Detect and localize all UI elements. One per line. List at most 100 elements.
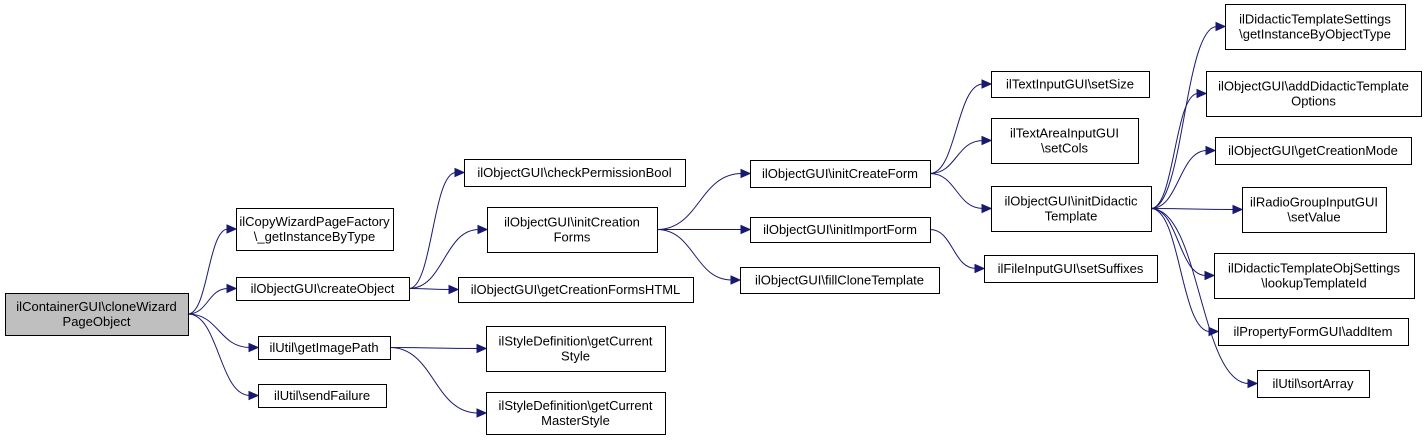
arrowhead-icon <box>476 343 488 354</box>
node-label: \lookupTemplateId <box>1261 276 1367 291</box>
node-sendfail[interactable]: ilUtil\sendFailure <box>258 384 387 408</box>
node-label: Forms <box>554 230 591 245</box>
node-label: ilContainerGUI\cloneWizard <box>16 299 176 314</box>
node-label: Style <box>561 349 590 364</box>
node-box <box>486 392 666 435</box>
node-label: ilObjectGUI\initImportForm <box>763 222 917 237</box>
node-box <box>486 326 666 372</box>
edge-initdidactic-to-getcreationmode <box>1150 150 1208 209</box>
node-label: ilTextInputGUI\setSize <box>1006 77 1134 92</box>
node-radioset[interactable]: ilRadioGroupInputGUI\setValue <box>1242 187 1387 233</box>
node-label: ilRadioGroupInputGUI <box>1250 195 1378 210</box>
node-initimportform[interactable]: ilObjectGUI\initImportForm <box>750 217 931 243</box>
node-label: ilTextAreaInputGUI <box>1010 126 1119 141</box>
arrowhead-icon <box>740 168 752 179</box>
arrowhead-icon <box>1204 270 1216 281</box>
node-label: \_getInstanceByType <box>254 229 375 244</box>
edge-initimportform-to-filesuffix <box>929 229 977 269</box>
node-copywiz[interactable]: ilCopyWizardPageFactory\_getInstanceByTy… <box>236 208 394 251</box>
node-label: PageObject <box>63 314 131 329</box>
node-fillclone[interactable]: ilObjectGUI\fillCloneTemplate <box>740 267 940 294</box>
node-didobjsettings[interactable]: ilDidacticTemplateObjSettings\lookupTemp… <box>1214 253 1415 299</box>
arrowhead-icon <box>448 284 460 295</box>
arrowhead-icon <box>981 79 993 89</box>
edge-createobj-to-checkperm <box>408 172 457 289</box>
node-layer: ilContainerGUI\cloneWizardPageObjectilCo… <box>5 4 1422 435</box>
node-box <box>1206 71 1422 117</box>
node-getimg[interactable]: ilUtil\getImagePath <box>258 336 391 360</box>
node-box <box>258 384 387 408</box>
node-getcreationmode[interactable]: ilObjectGUI\getCreationMode <box>1215 137 1412 165</box>
arrowhead-icon <box>454 167 466 178</box>
node-label: \setValue <box>1287 210 1340 225</box>
node-textareacols[interactable]: ilTextAreaInputGUI\setCols <box>991 118 1139 164</box>
node-getcreationhtml[interactable]: ilObjectGUI\getCreationFormsHTML <box>458 277 694 303</box>
edge-root-to-createobj <box>187 288 229 315</box>
node-box <box>458 277 694 303</box>
arrowhead-icon <box>248 390 260 401</box>
edge-initdidactic-to-propadditem <box>1150 208 1211 332</box>
arrowhead-icon <box>974 263 986 274</box>
node-label: ilStyleDefinition\getCurrent <box>499 334 653 349</box>
node-box <box>991 186 1152 232</box>
node-sortarray[interactable]: ilUtil\sortArray <box>1257 370 1370 398</box>
arrowhead-icon <box>981 135 993 146</box>
node-box <box>1214 253 1415 299</box>
arrowhead-icon <box>981 203 993 214</box>
node-checkperm[interactable]: ilObjectGUI\checkPermissionBool <box>464 159 686 187</box>
node-box <box>984 255 1158 283</box>
node-box <box>236 208 394 251</box>
arrowhead-icon <box>476 408 488 418</box>
node-label: ilCopyWizardPageFactory <box>239 214 390 229</box>
node-label: ilObjectGUI\createObject <box>251 281 395 296</box>
node-label: ilObjectGUI\addDidacticTemplate <box>1218 79 1409 94</box>
edge-initcreationforms-to-fillclone <box>656 229 733 281</box>
node-settextsize[interactable]: ilTextInputGUI\setSize <box>991 71 1150 98</box>
arrowhead-icon <box>730 275 742 285</box>
arrowhead-icon <box>1215 21 1227 32</box>
arrowhead-icon <box>248 342 260 353</box>
node-box <box>1257 370 1370 398</box>
node-propadditem[interactable]: ilPropertyFormGUI\addItem <box>1218 318 1409 346</box>
node-label: ilPropertyFormGUI\addItem <box>1234 324 1393 339</box>
edge-initdidactic-to-didobjsettings <box>1150 208 1207 276</box>
edge-initdidactic-to-adddidactic <box>1150 93 1199 209</box>
node-label: ilUtil\getImagePath <box>269 340 378 355</box>
node-label: ilUtil\sortArray <box>1273 376 1354 391</box>
node-box <box>750 160 931 188</box>
node-label: \getInstanceByObjectType <box>1239 27 1391 42</box>
node-label: Options <box>1291 94 1336 109</box>
edge-root-to-getimg <box>187 313 251 348</box>
node-label: ilObjectGUI\checkPermissionBool <box>477 165 671 180</box>
node-label: MasterStyle <box>541 413 610 428</box>
node-label: ilUtil\sendFailure <box>274 388 370 403</box>
node-box <box>1242 187 1387 233</box>
node-filesuffix[interactable]: ilFileInputGUI\setSuffixes <box>984 255 1158 283</box>
node-label: ilObjectGUI\getCreationFormsHTML <box>471 282 681 297</box>
arrowhead-icon <box>1232 204 1244 215</box>
edge-initcreationforms-to-initcreateform <box>656 173 743 230</box>
node-createobj[interactable]: ilObjectGUI\createObject <box>236 277 410 301</box>
node-box <box>750 217 931 243</box>
arrowhead-icon <box>1205 145 1217 156</box>
edge-layer <box>187 21 1259 418</box>
edge-initdidactic-to-didsettings <box>1150 26 1218 209</box>
node-didsettings[interactable]: ilDidacticTemplateSettings\getInstanceBy… <box>1225 4 1406 50</box>
node-box <box>740 267 940 294</box>
arrowhead-icon <box>226 224 238 234</box>
arrowhead-icon <box>740 224 752 235</box>
node-label: ilObjectGUI\initDidactic <box>1005 194 1138 209</box>
node-initcreateform[interactable]: ilObjectGUI\initCreateForm <box>750 160 931 188</box>
edge-initcreateform-to-initdidactic <box>929 173 984 209</box>
arrowhead-icon <box>477 224 489 235</box>
node-box <box>5 293 189 336</box>
node-box <box>1225 4 1406 50</box>
node-box <box>1218 318 1409 346</box>
